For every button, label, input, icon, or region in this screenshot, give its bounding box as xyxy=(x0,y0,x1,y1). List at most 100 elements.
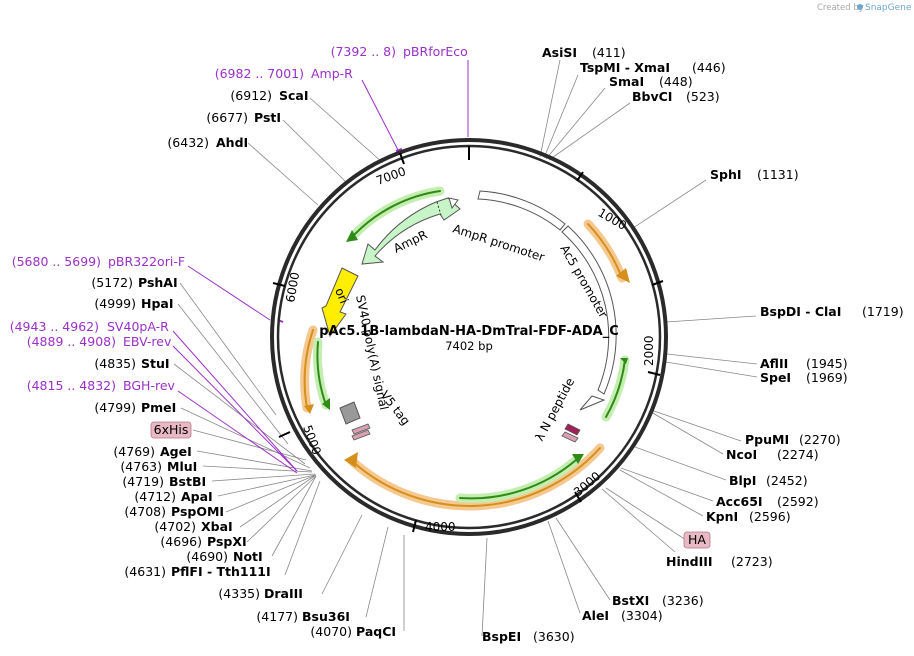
primer-labels: (7392 .. 8) pBRforEco (6982 .. 7001) Amp… xyxy=(10,44,468,393)
site-name: BstXI xyxy=(612,593,649,608)
site-name: SmaI xyxy=(609,74,644,89)
site-pos: (4999) xyxy=(94,296,136,311)
site-name: PpuMI xyxy=(745,432,789,447)
site-pos: (4835) xyxy=(94,356,136,371)
site-pos: (2592) xyxy=(777,494,819,509)
primer-name: pBR322ori-F xyxy=(108,254,185,269)
credit-brand: SnapGene xyxy=(865,3,912,13)
site-leader-lines xyxy=(173,59,758,637)
tag-ha: HA xyxy=(683,531,711,549)
tick-labels: 1000 2000 3000 4000 5000 6000 7000 xyxy=(283,164,656,534)
tag-his: 6xHis xyxy=(150,421,192,439)
site-pos: (4769) xyxy=(113,444,155,459)
ampr-arrow xyxy=(361,197,461,265)
sv40-box xyxy=(339,401,361,425)
site-name: BbvCI xyxy=(632,89,672,104)
site-pos: (4799) xyxy=(94,400,136,415)
green-arrowheads xyxy=(322,230,628,464)
site-pos: (4177) xyxy=(256,609,298,624)
orange-arrowheads xyxy=(304,268,630,468)
site-name: PspOMI xyxy=(171,504,224,519)
site-pos: (4719) xyxy=(122,474,164,489)
primer-leader-lines xyxy=(172,60,469,474)
snapgene-logo-icon xyxy=(857,4,863,10)
site-name: PstI xyxy=(254,110,281,125)
tick-label-6000: 6000 xyxy=(283,271,302,304)
site-name: NotI xyxy=(233,549,263,564)
ori-arrow xyxy=(321,267,359,338)
site-pos: (4690) xyxy=(186,549,228,564)
site-pos: (4696) xyxy=(160,534,202,549)
site-name: XbaI xyxy=(201,519,233,534)
site-name: PshAI xyxy=(138,275,178,290)
ac5-promoter-head xyxy=(579,395,606,411)
site-name: ScaI xyxy=(279,88,309,103)
site-name: MluI xyxy=(167,459,197,474)
site-name: AgeI xyxy=(160,444,192,459)
site-name: Bsu36I xyxy=(302,609,350,624)
primer-range: (4889 .. 4908) xyxy=(27,334,116,349)
primer-name: SV40pA-R xyxy=(107,319,169,334)
primer-range: (6982 .. 7001) xyxy=(215,66,304,81)
site-name: AhdI xyxy=(216,135,248,150)
green-features xyxy=(312,186,630,503)
site-pos: (2270) xyxy=(799,432,841,447)
primer-name: BGH-rev xyxy=(123,378,176,393)
primer-range: (4943 .. 4962) xyxy=(10,319,99,334)
site-name: NcoI xyxy=(726,447,757,462)
site-pos: (2596) xyxy=(749,509,791,524)
ampr-promoter-label: AmpR promoter xyxy=(451,222,546,265)
site-name: HpaI xyxy=(141,296,174,311)
site-name: AflII xyxy=(760,356,788,371)
site-name: BspDI - ClaI xyxy=(760,304,841,319)
site-pos: (1969) xyxy=(806,370,848,385)
site-pos: (6432) xyxy=(167,135,209,150)
site-name: SpeI xyxy=(760,370,791,385)
tick-label-5000: 5000 xyxy=(300,423,324,456)
tag-ha-label: HA xyxy=(688,532,706,547)
primer-name: Amp-R xyxy=(311,66,353,81)
site-pos: (1131) xyxy=(757,167,799,182)
site-name: KpnI xyxy=(706,509,738,524)
site-pos: (4335) xyxy=(218,586,260,601)
site-name: ApaI xyxy=(181,489,213,504)
primer-range: (5680 .. 5699) xyxy=(12,254,101,269)
site-pos: (6677) xyxy=(206,110,248,125)
site-name: SphI xyxy=(710,167,742,182)
tick-marks xyxy=(272,146,664,533)
primer-name: pBRforEco xyxy=(403,44,468,59)
site-pos: (2452) xyxy=(766,473,808,488)
site-pos: (4712) xyxy=(134,489,176,504)
site-labels-right: AsiSI (411) TspMI - XmaI (446) SmaI (448… xyxy=(482,45,904,644)
site-pos: (6912) xyxy=(230,88,272,103)
site-name: DraIII xyxy=(264,586,303,601)
site-name: PspXI xyxy=(207,534,247,549)
site-name: BstBI xyxy=(169,474,206,489)
site-pos: (1719) xyxy=(862,304,904,319)
site-name: PflFI - Tth111I xyxy=(171,564,271,579)
ampr-promoter-arrow xyxy=(448,197,459,210)
tag-his-label: 6xHis xyxy=(154,422,189,437)
site-name: PmeI xyxy=(141,400,176,415)
site-pos: (448) xyxy=(659,74,693,89)
site-name: Acc65I xyxy=(716,494,763,509)
site-pos: (4763) xyxy=(120,459,162,474)
primer-range: (4815 .. 4832) xyxy=(27,378,116,393)
site-labels-left: (4070) PaqCI (4177) Bsu36I (4335) DraIII… xyxy=(91,88,396,639)
site-pos: (3630) xyxy=(533,629,575,644)
site-name: BlpI xyxy=(729,473,756,488)
plasmid-size: 7402 bp xyxy=(445,339,493,353)
tick-label-2000: 2000 xyxy=(642,335,656,366)
v5-tag-marks xyxy=(351,423,371,441)
site-name: StuI xyxy=(141,356,170,371)
site-pos: (4708) xyxy=(124,504,166,519)
site-pos: (1945) xyxy=(806,356,848,371)
site-pos: (4070) xyxy=(310,624,352,639)
site-name: HindIII xyxy=(666,554,713,569)
site-name: TspMI - XmaI xyxy=(580,60,670,75)
site-pos: (4702) xyxy=(154,519,196,534)
ori-label: ori xyxy=(332,286,351,306)
site-name: AsiSI xyxy=(542,45,577,60)
primer-marks xyxy=(277,138,472,323)
